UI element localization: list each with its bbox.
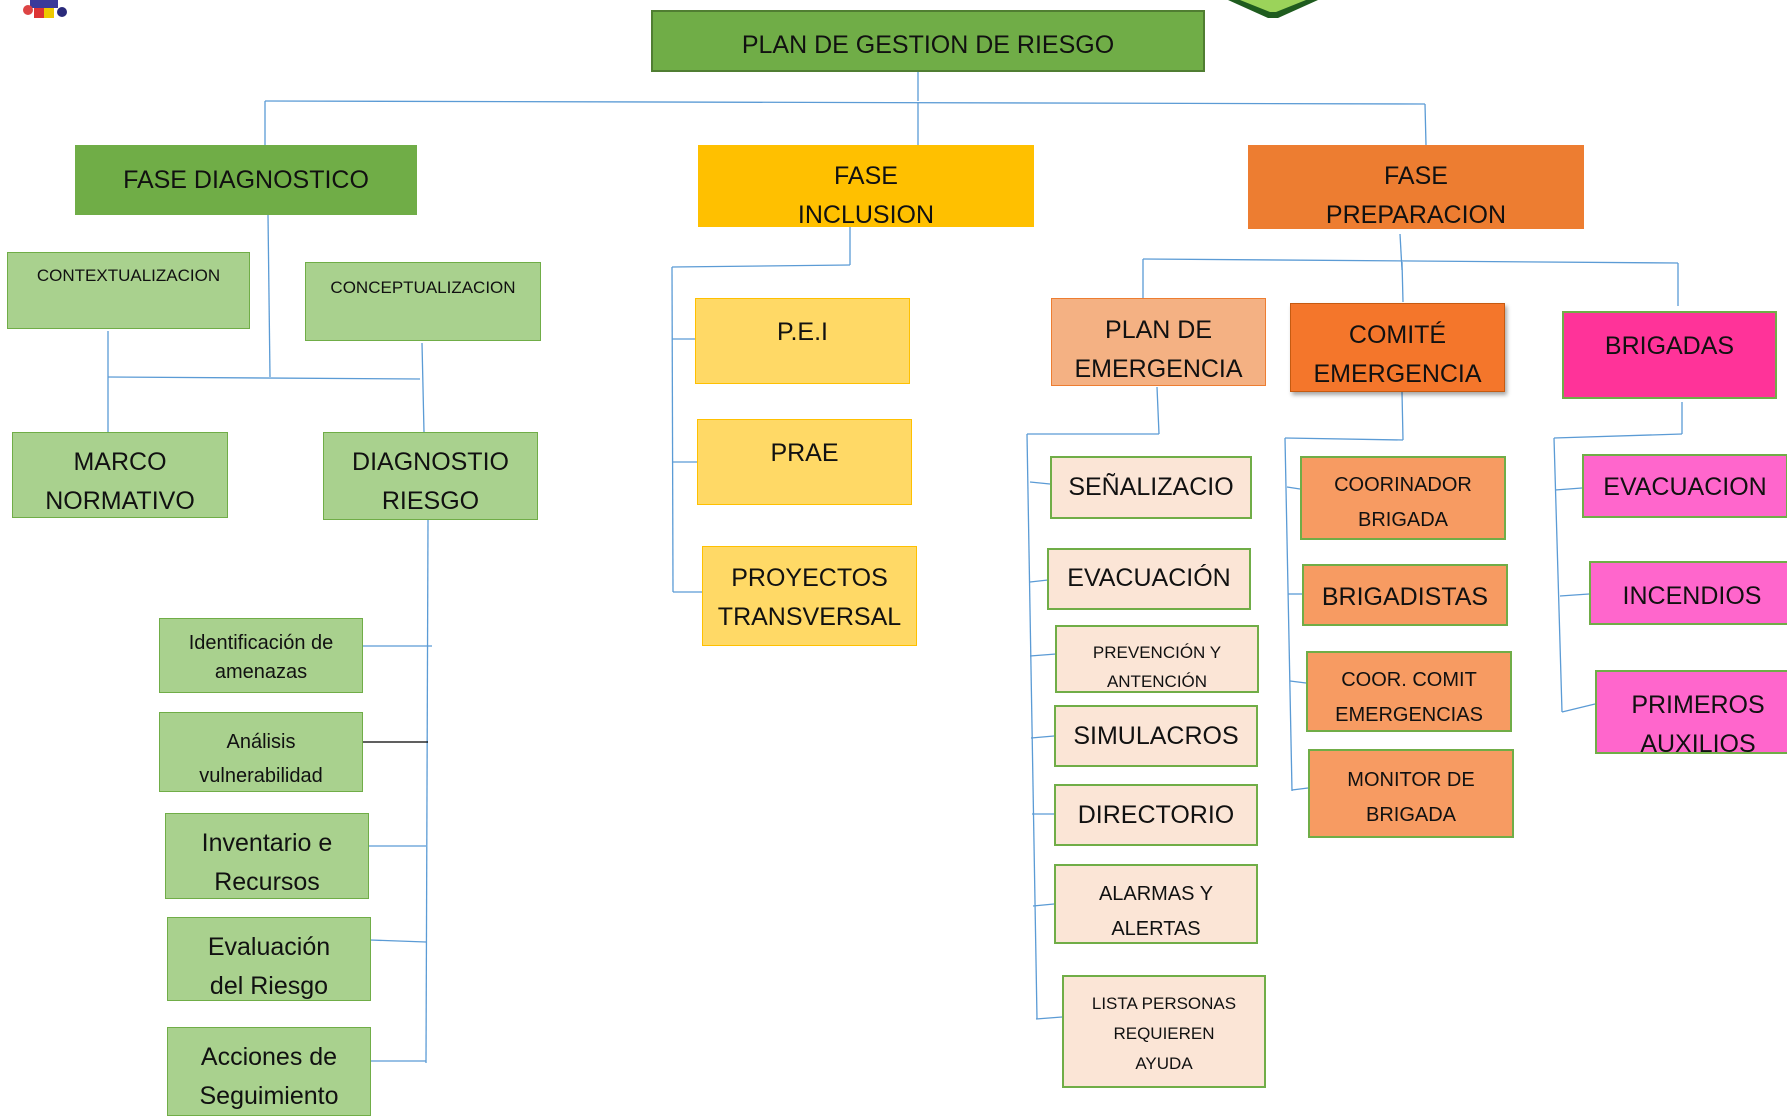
item-incendios-label: INCENDIOS [1622, 582, 1762, 610]
phase-diagnostico: FASE DIAGNOSTICO [75, 145, 417, 215]
school-logo-icon [23, 0, 67, 18]
item-directorio: DIRECTORIO [1054, 784, 1258, 846]
marco-normativo-node: MARCO NORMATIVO [12, 432, 228, 518]
phase-inclusion: FASE INCLUSION CURRICULAR [698, 145, 1034, 227]
item-lista-personas: LISTA PERSONAS REQUIEREN AYUDA [1062, 975, 1266, 1088]
item-proyectos: PROYECTOS TRANSVERSAL [702, 546, 917, 646]
item-pei: P.E.I [695, 298, 910, 384]
conceptualizacion-node: CONCEPTUALIZACION [305, 262, 541, 341]
brigadas-label: BRIGADAS [1604, 332, 1735, 360]
marco-normativo-label: MARCO NORMATIVO [45, 448, 195, 515]
item-identificacion: Identificación de amenazas [159, 618, 363, 693]
item-pei-label: P.E.I [777, 318, 828, 346]
item-prevencion-label: PREVENCIÓN Y ANTENCIÓN [1092, 643, 1222, 691]
conceptualizacion-label: CONCEPTUALIZACION [330, 278, 516, 297]
item-alarmas-label: ALARMAS Y ALERTAS [1098, 883, 1214, 940]
root-label: PLAN DE GESTION DE RIESGO [741, 31, 1115, 59]
item-simulacros-label: SIMULACROS [1073, 722, 1239, 750]
item-evaluacion: Evaluación del Riesgo [167, 917, 371, 1001]
item-brigadistas: BRIGADISTAS [1302, 564, 1508, 626]
item-brigadistas-label: BRIGADISTAS [1321, 583, 1489, 611]
item-prevencion: PREVENCIÓN Y ANTENCIÓN [1055, 625, 1259, 693]
item-simulacros: SIMULACROS [1054, 705, 1258, 767]
item-primeros-auxilios-label: PRIMEROS AUXILIOS [1631, 691, 1765, 754]
item-monitor-brigada: MONITOR DE BRIGADA [1308, 749, 1514, 838]
item-senalizacion-label: SEÑALIZACIO [1068, 473, 1234, 501]
contextualizacion-node: CONTEXTUALIZACION [7, 252, 250, 329]
item-proyectos-label: PROYECTOS TRANSVERSAL [717, 564, 902, 631]
item-directorio-label: DIRECTORIO [1077, 801, 1235, 829]
item-lista-personas-label: LISTA PERSONAS REQUIEREN AYUDA [1091, 994, 1237, 1073]
shield-logo-icon [1228, 0, 1318, 18]
phase-diagnostico-label: FASE DIAGNOSTICO [123, 166, 369, 194]
item-identificacion-label: Identificación de amenazas [188, 632, 334, 683]
item-coor-comit: COOR. COMIT EMERGENCIAS [1306, 651, 1512, 732]
plan-emergencia-label: PLAN DE EMERGENCIA [1074, 316, 1243, 383]
root-node: PLAN DE GESTION DE RIESGO [651, 10, 1205, 72]
item-acciones: Acciones de Seguimiento [167, 1027, 371, 1116]
comite-emergencia-label: COMITÉ EMERGENCIA [1313, 321, 1482, 388]
plan-emergencia-node: PLAN DE EMERGENCIA [1051, 298, 1266, 386]
comite-emergencia-node: COMITÉ EMERGENCIA [1290, 303, 1505, 392]
item-inventario: Inventario e Recursos [165, 813, 369, 899]
phase-inclusion-label: FASE INCLUSION CURRICULAR [797, 162, 935, 227]
contextualizacion-label: CONTEXTUALIZACION [36, 266, 221, 285]
brigadas-node: BRIGADAS [1562, 311, 1777, 399]
item-evacuacion-plan: EVACUACIÓN [1047, 548, 1251, 610]
item-coordinador-brigada: COORINADOR BRIGADA [1300, 456, 1506, 540]
item-evaluacion-label: Evaluación del Riesgo [207, 933, 331, 1000]
diagnostico-riesgo-label: DIAGNOSTIO RIESGO [352, 448, 509, 515]
item-analisis: Análisis vulnerabilidad [159, 712, 363, 792]
item-analisis-label: Análisis vulnerabilidad [199, 731, 323, 787]
item-incendios: INCENDIOS [1589, 561, 1787, 625]
item-evacuacion-brigada: EVACUACION [1582, 454, 1787, 518]
item-prae-label: PRAE [770, 439, 839, 467]
item-coor-comit-label: COOR. COMIT EMERGENCIAS [1335, 669, 1483, 726]
phase-preparacion: FASE PREPARACION PARA LA RESPUESTA [1248, 145, 1584, 229]
item-prae: PRAE [697, 419, 912, 505]
diagnostico-riesgo-node: DIAGNOSTIO RIESGO [323, 432, 538, 520]
item-monitor-brigada-label: MONITOR DE BRIGADA [1347, 769, 1475, 826]
phase-preparacion-label: FASE PREPARACION PARA LA RESPUESTA [1325, 162, 1507, 229]
item-evacuacion-plan-label: EVACUACIÓN [1067, 564, 1231, 592]
item-inventario-label: Inventario e Recursos [201, 829, 333, 896]
item-coordinador-brigada-label: COORINADOR BRIGADA [1334, 474, 1472, 531]
item-primeros-auxilios: PRIMEROS AUXILIOS [1595, 670, 1787, 754]
item-alarmas: ALARMAS Y ALERTAS [1054, 864, 1258, 944]
item-evacuacion-brigada-label: EVACUACION [1603, 473, 1767, 501]
item-senalizacion: SEÑALIZACIO [1050, 456, 1252, 519]
item-acciones-label: Acciones de Seguimiento [199, 1043, 339, 1110]
